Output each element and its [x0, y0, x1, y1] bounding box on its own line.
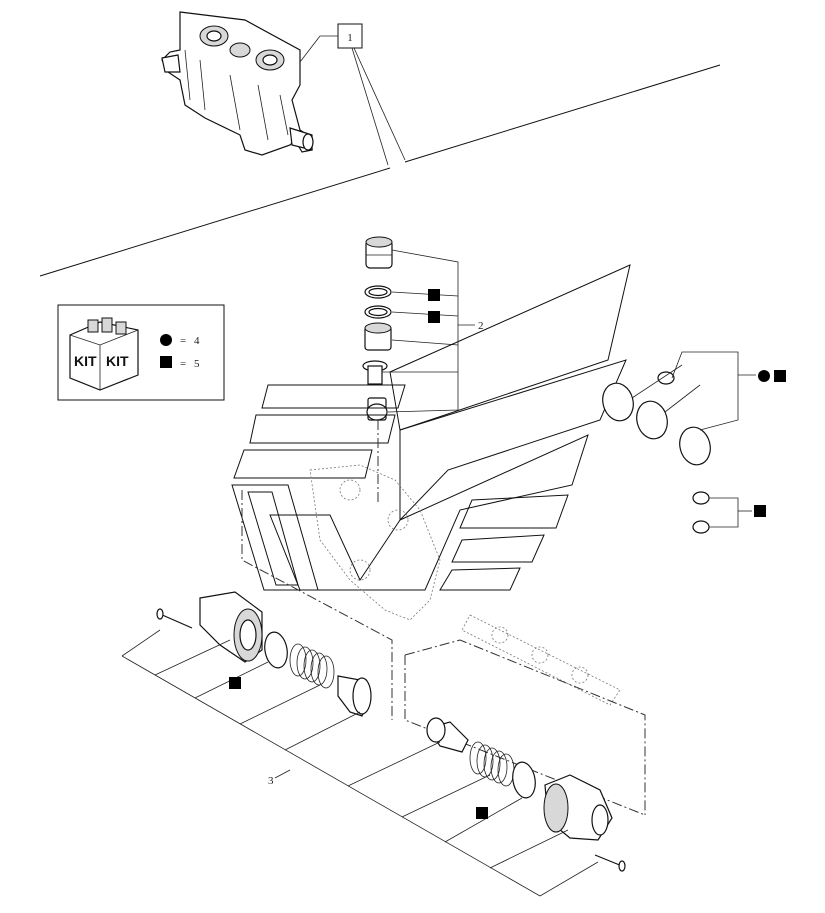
small-oring-group	[692, 491, 766, 534]
valve-assembly-illustration	[161, 11, 314, 156]
callout-3-bracket: 3	[121, 629, 599, 897]
separator-line	[404, 64, 721, 163]
legend-value-4: 4	[194, 335, 200, 347]
circle-legend-icon	[160, 334, 172, 346]
assembly-guide-lines	[241, 420, 646, 816]
kit-square-marker	[774, 370, 786, 382]
spring-left	[289, 643, 335, 689]
square-legend-icon	[160, 356, 172, 368]
kit-label-right: KIT	[106, 353, 129, 369]
callout-1-label: 1	[347, 32, 353, 44]
kit-legend-box: KIT KIT = 4 = 5	[57, 304, 225, 401]
lower-left-cap-assembly	[156, 591, 372, 717]
callout-2-bracket: 2	[382, 249, 484, 413]
kit-square-marker	[476, 807, 488, 819]
direction-chevron-graphic	[231, 264, 631, 591]
lower-right-cap-assembly	[426, 717, 626, 872]
separator-line	[39, 167, 391, 277]
kit-box-icon: KIT KIT	[69, 317, 139, 391]
callout-3-label: 3	[268, 775, 274, 787]
valve-body-ghost	[309, 464, 621, 706]
legend-equals-1: =	[180, 335, 186, 347]
callout-1: 1	[299, 23, 406, 166]
oring-group-right	[602, 351, 786, 466]
spring-right	[469, 741, 515, 787]
kit-square-marker	[428, 289, 440, 301]
legend-equals-2: =	[180, 358, 186, 370]
kit-square-marker	[229, 677, 241, 689]
seal-stack	[362, 236, 393, 421]
kit-label-left: KIT	[74, 353, 97, 369]
kit-square-marker	[754, 505, 766, 517]
legend-value-5: 5	[194, 358, 200, 370]
callout-2-label: 2	[478, 320, 484, 332]
kit-square-marker	[428, 311, 440, 323]
kit-circle-marker	[758, 370, 770, 382]
